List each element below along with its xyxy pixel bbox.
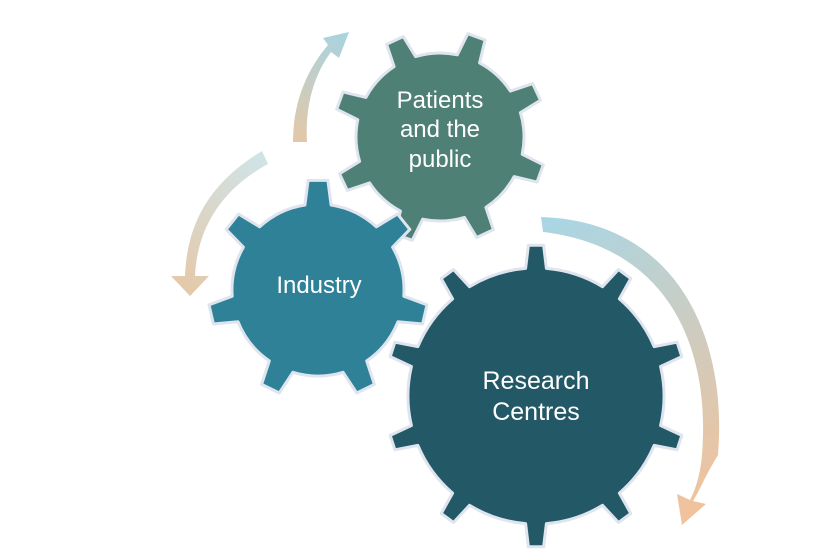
gear-label-patients: Patients and the public	[360, 86, 520, 174]
label-line: public	[408, 145, 472, 173]
label-line: Research	[482, 367, 590, 395]
label-line: and the	[399, 116, 481, 144]
curved-arrow-industry-loop	[171, 151, 268, 296]
gear-label-industry: Industry	[239, 271, 399, 300]
gear-label-research: Research Centres	[456, 366, 616, 427]
label-line: Patients	[396, 87, 484, 114]
curved-arrow-research-to-industry	[541, 217, 720, 525]
label-line: Centres	[492, 397, 580, 426]
curved-arrow-to-patients	[293, 32, 349, 142]
gear-industry	[207, 178, 429, 395]
gear-patients-and-public	[335, 32, 545, 242]
label-line: Industry	[276, 272, 362, 299]
gear-research-centres	[388, 243, 684, 549]
